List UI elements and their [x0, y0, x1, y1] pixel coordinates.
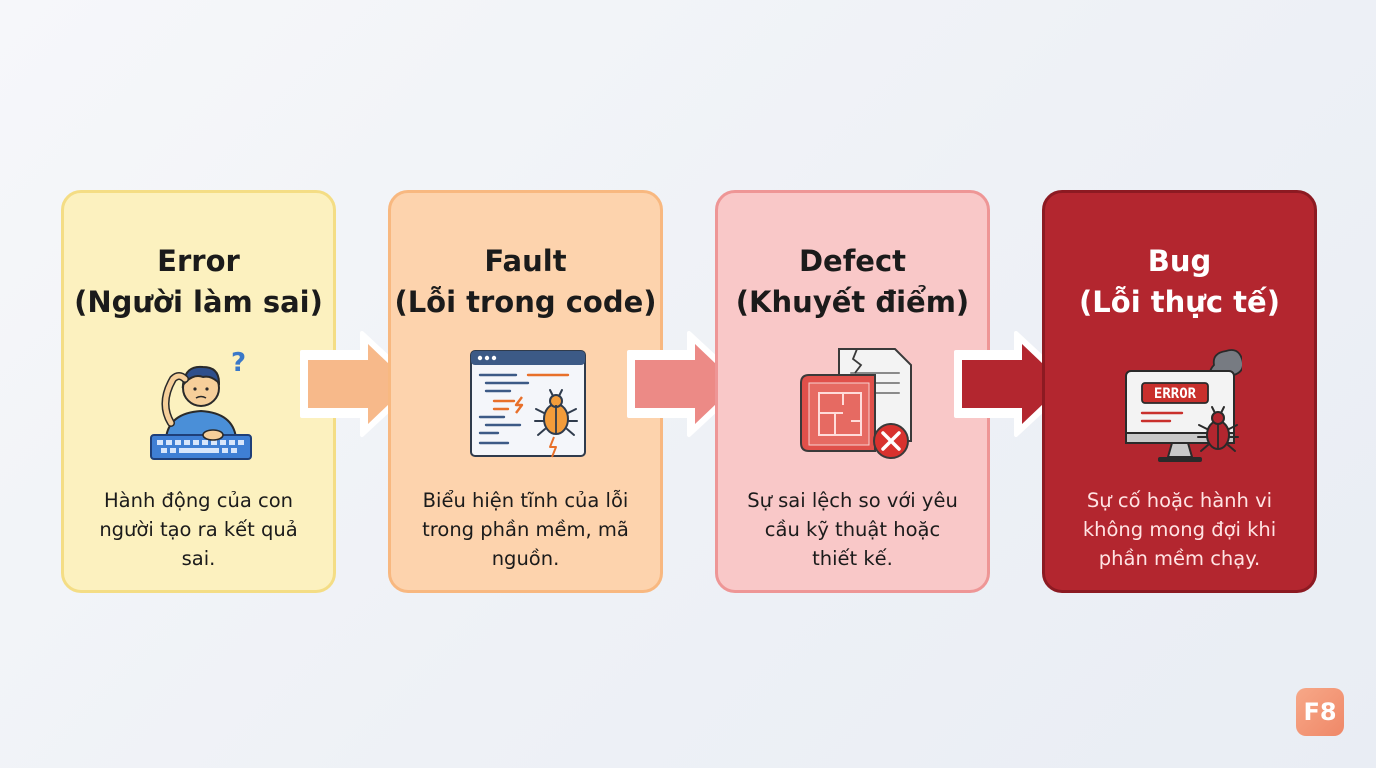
card-description: Hành động của con người tạo ra kết quả s…	[99, 489, 298, 570]
monitor-error-icon: ERROR	[1125, 349, 1242, 462]
card-title-main: Error	[157, 244, 240, 278]
card-title: Defect (Khuyết điểm)	[718, 241, 987, 323]
card-description: Biểu hiện tĩnh của lỗi trong phần mềm, m…	[422, 489, 629, 570]
card-title-main: Fault	[484, 244, 567, 278]
f8-logo: F8	[1296, 688, 1344, 736]
card-title: Fault (Lỗi trong code)	[391, 241, 660, 323]
logo-text: F8	[1303, 698, 1337, 726]
card-fault: Fault (Lỗi trong code)	[388, 190, 663, 593]
card-error: Error (Người làm sai) ? Hành động của co…	[61, 190, 336, 593]
card-bug: Bug (Lỗi thực tế) ERROR Sự cố hoặc hành …	[1042, 190, 1317, 593]
card-defect: Defect (Khuyết điểm) Sự sai lệch so với …	[715, 190, 990, 593]
card-title-sub: (Lỗi thực tế)	[1079, 285, 1280, 319]
card-title: Bug (Lỗi thực tế)	[1045, 241, 1314, 323]
confused-person-icon: ?	[150, 348, 252, 460]
blueprint-defect-icon	[800, 348, 912, 459]
arrow-right-icon	[954, 331, 1073, 437]
card-title-main: Bug	[1147, 244, 1212, 278]
error-screen-text: ERROR	[1154, 386, 1197, 402]
card-title-sub: (Khuyết điểm)	[735, 285, 970, 319]
card-title-sub: (Người làm sai)	[74, 285, 323, 319]
svg-text:?: ?	[231, 348, 246, 378]
card-description: Sự sai lệch so với yêu cầu kỹ thuật hoặc…	[747, 489, 958, 570]
card-title-main: Defect	[798, 244, 907, 278]
card-description: Sự cố hoặc hành vi không mong đợi khi ph…	[1082, 489, 1277, 570]
card-title: Error (Người làm sai)	[64, 241, 333, 323]
card-title-sub: (Lỗi trong code)	[394, 285, 657, 319]
code-bug-icon	[470, 350, 586, 458]
